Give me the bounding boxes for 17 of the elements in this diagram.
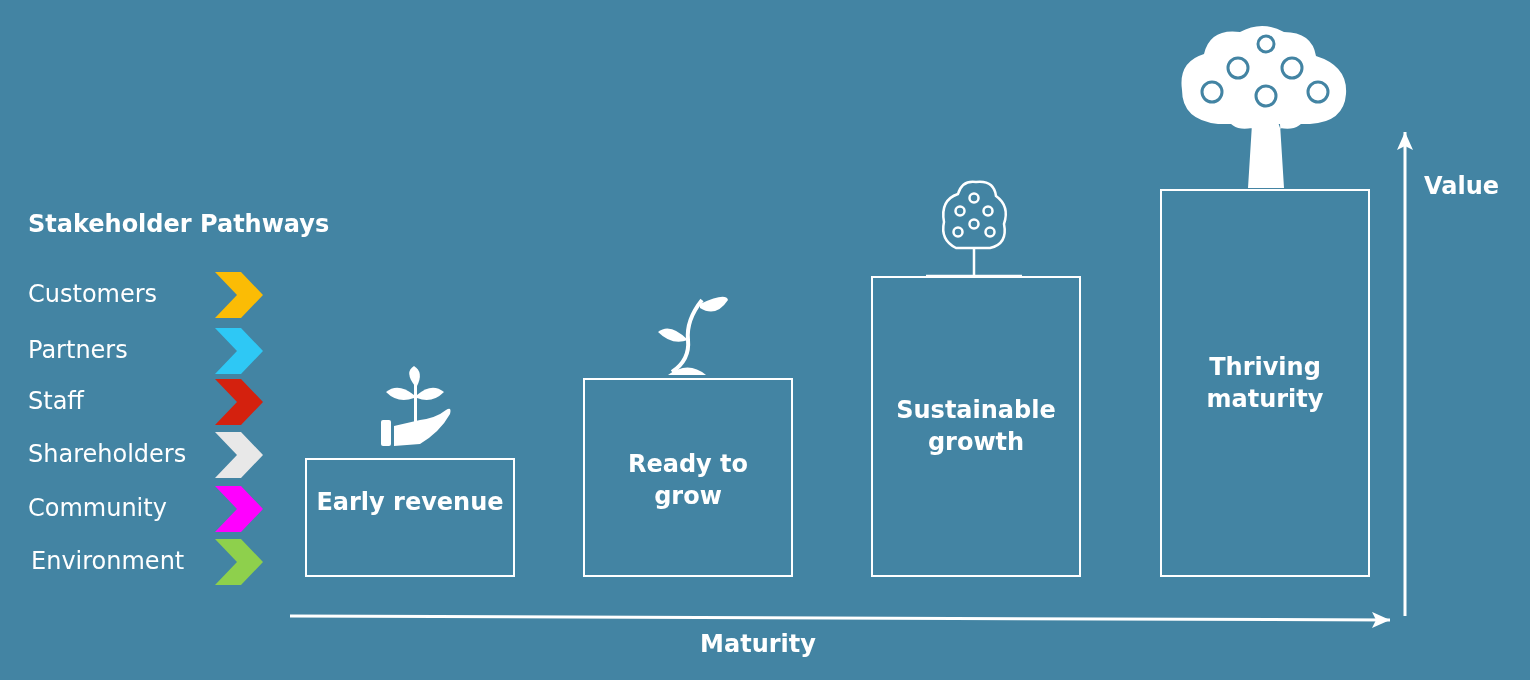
legend-label: Partners [28,336,128,364]
legend-heading: Stakeholder Pathways [28,210,330,238]
legend-label: Customers [28,280,158,308]
legend-label: Community [28,494,167,522]
stage-label: Sustainable growth [895,395,1057,458]
stage-box [871,276,1081,577]
stage-box [305,458,515,577]
legend-label: Staff [28,387,84,415]
axis-label: Value [1424,172,1500,200]
stage-label: Early revenue [315,487,505,518]
axis-label: Maturity [700,630,816,658]
stage-label: Ready to grow [626,449,750,512]
stage-box [1160,189,1370,577]
stage-box [583,378,793,577]
stage-label: Thriving maturity [1205,352,1325,415]
legend-label: Shareholders [28,440,187,468]
legend-label: Environment [31,547,185,575]
